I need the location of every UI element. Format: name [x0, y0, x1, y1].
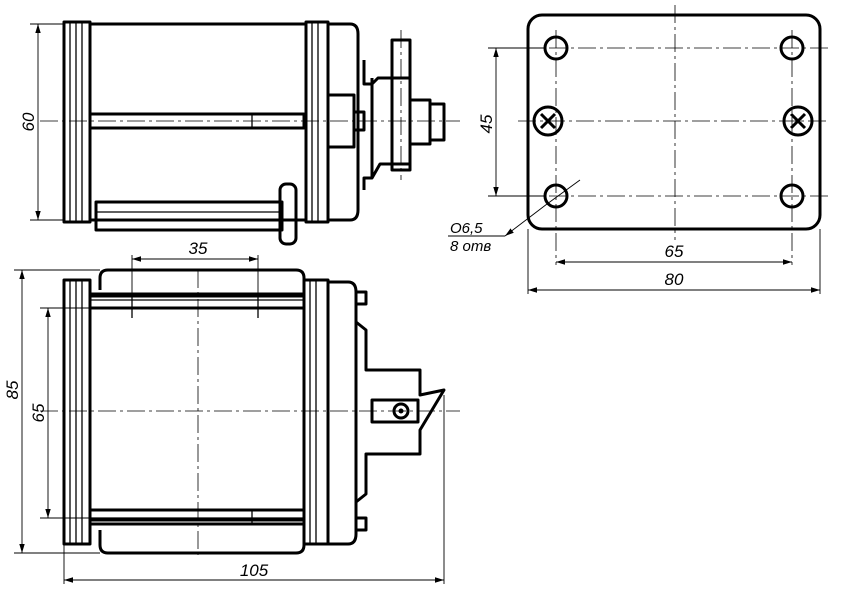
cross-hole-left	[532, 105, 564, 137]
note-hole-count: 8 отв	[450, 238, 491, 255]
note-hole-diameter: O6,5	[450, 220, 483, 237]
dim-plate-width-inner: 65	[665, 242, 684, 261]
dim-front-width-inner: 35	[189, 239, 208, 258]
hole-bottom-right	[779, 183, 805, 209]
mounting-plate-view: 45 65 80 O6,5 8 отв	[448, 5, 830, 294]
dim-front-length: 105	[240, 561, 269, 580]
dim-front-height-inner: 65	[29, 403, 48, 422]
dim-front-height-outer: 85	[3, 380, 22, 399]
dim-side-height: 60	[19, 112, 38, 131]
top-view: 35 85 65 105	[3, 239, 460, 584]
side-view: 60	[19, 20, 460, 246]
dim-plate-width-outer: 80	[665, 270, 684, 289]
hole-top-right	[779, 35, 805, 61]
dim-plate-height: 45	[477, 114, 496, 133]
cross-hole-right	[782, 105, 814, 137]
